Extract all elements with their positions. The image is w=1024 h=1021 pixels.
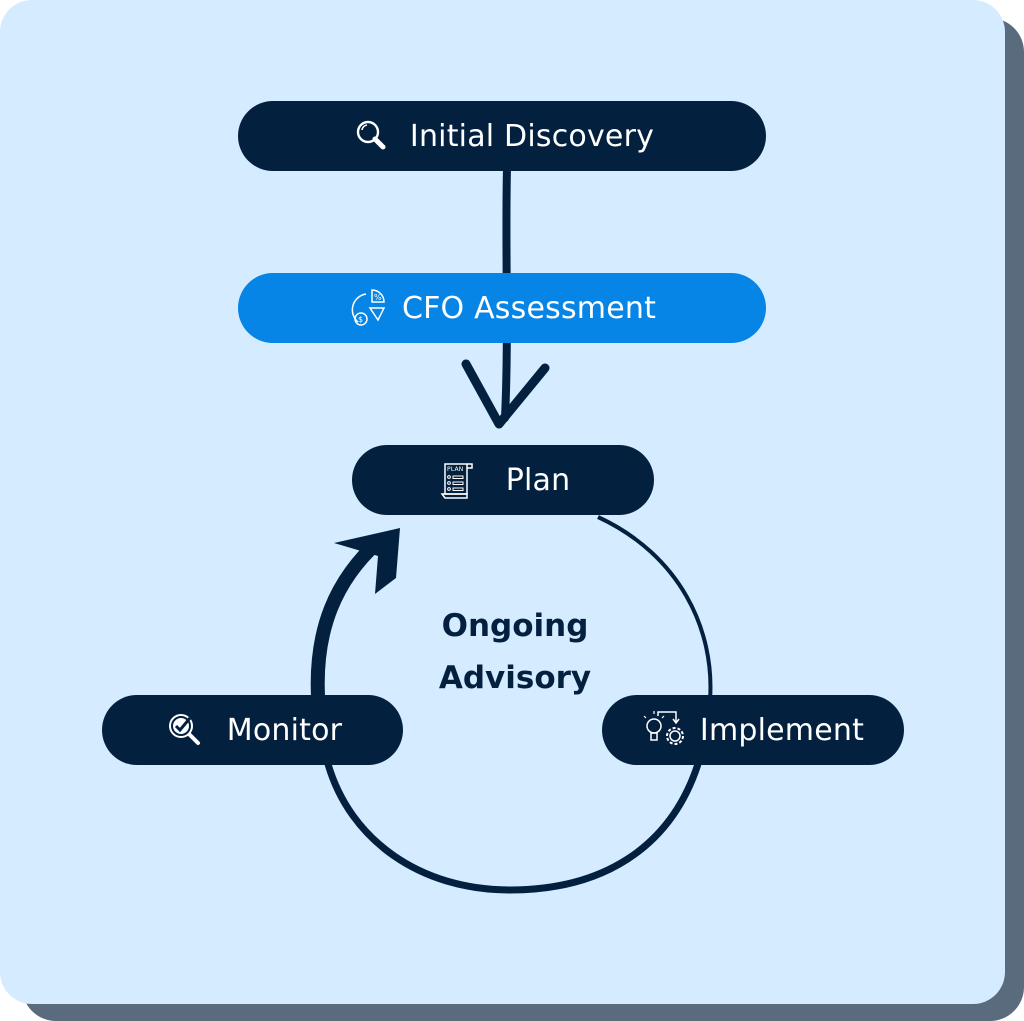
node-label: Plan [505,462,571,498]
node-label: Initial Discovery [409,118,655,154]
cycle-label-line1: Ongoing [441,608,589,644]
node-initial-discovery: Initial Discovery [238,101,766,171]
node-cfo-assessment: %$ CFO Assessment [238,273,766,343]
check-magnifier-icon [163,708,207,752]
node-label: CFO Assessment [401,290,657,326]
cycle-label: Ongoing Advisory [400,600,630,704]
arrowhead-down [461,359,550,429]
cycle-arrowhead [334,528,400,594]
pie-chart-money-icon: %$ [348,286,392,330]
cycle-arc-implement-to-monitor [324,762,702,894]
node-implement: Implement [602,695,904,765]
node-plan: PLAN Plan [352,445,654,515]
svg-text:PLAN: PLAN [447,466,464,473]
cycle-arc-plan-to-implement [597,515,713,701]
svg-text:$: $ [358,315,363,324]
cycle-arc-monitor-to-plan [310,534,385,697]
lightbulb-gear-icon [642,708,686,752]
magnifying-glass-icon [350,114,394,158]
svg-text:%: % [374,293,382,302]
node-label: Monitor [226,712,343,748]
node-monitor: Monitor [102,695,403,765]
node-label: Implement [699,712,865,748]
cycle-label-line2: Advisory [438,660,592,696]
plan-document-icon: PLAN [436,458,480,502]
